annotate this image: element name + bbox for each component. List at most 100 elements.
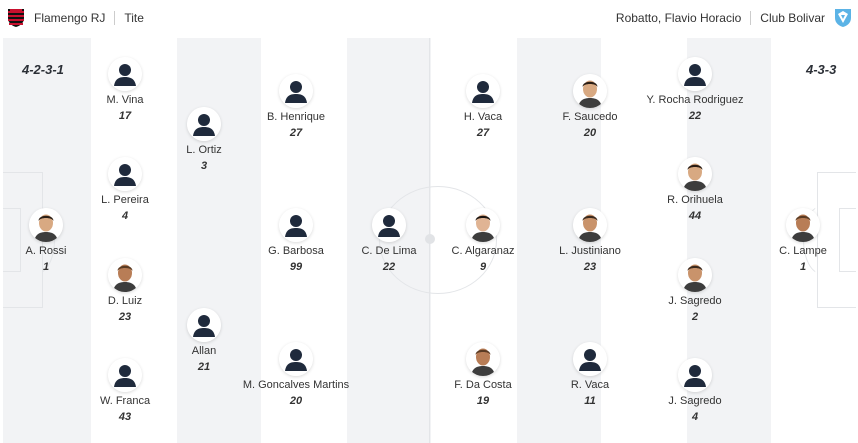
player-number: 44 [688, 210, 702, 222]
player-silhouette-icon [108, 157, 142, 191]
player-number: 22 [688, 110, 702, 122]
away-player[interactable]: L. Justiniano 23 [535, 208, 645, 274]
home-formation: 4-2-3-1 [22, 62, 64, 77]
away-player[interactable]: F. Da Costa 19 [428, 342, 538, 408]
home-player[interactable]: L. Pereira 4 [70, 157, 180, 223]
player-photo [573, 208, 607, 242]
player-number: 27 [289, 127, 303, 139]
player-name: L. Pereira [101, 194, 149, 206]
player-silhouette-icon [678, 57, 712, 91]
player-number: 19 [476, 395, 490, 407]
away-player[interactable]: C. Algaranaz 9 [428, 208, 538, 274]
player-silhouette-icon [187, 308, 221, 342]
player-name: Allan [191, 345, 217, 357]
player-name: R. Vaca [570, 379, 610, 391]
player-number: 20 [289, 395, 303, 407]
player-name: M. Goncalves Martins [242, 379, 350, 391]
player-photo [678, 157, 712, 191]
away-player[interactable]: J. Sagredo 4 [640, 358, 750, 424]
away-player[interactable]: H. Vaca 27 [428, 74, 538, 140]
away-coach-name[interactable]: Robatto, Flavio Horacio [615, 11, 742, 25]
bolivar-crest-icon [834, 8, 852, 28]
home-player[interactable]: M. Vina 17 [70, 57, 180, 123]
left-goal-area [3, 208, 21, 272]
player-name: L. Ortiz [186, 144, 222, 156]
player-photo [108, 258, 142, 292]
player-number: 1 [42, 261, 50, 273]
home-player[interactable]: G. Barbosa 99 [241, 208, 351, 274]
player-number: 9 [479, 261, 487, 273]
home-team-name[interactable]: Flamengo RJ [34, 11, 106, 25]
away-player[interactable]: Y. Rocha Rodriguez 22 [640, 57, 750, 123]
player-name: J. Sagredo [668, 395, 722, 407]
player-name: C. De Lima [361, 245, 417, 257]
home-player[interactable]: M. Goncalves Martins 20 [241, 342, 351, 408]
player-name: G. Barbosa [268, 245, 324, 257]
player-number: 20 [583, 127, 597, 139]
away-player[interactable]: J. Sagredo 2 [640, 258, 750, 324]
player-photo [573, 74, 607, 108]
player-name: F. Saucedo [562, 111, 618, 123]
away-player[interactable]: F. Saucedo 20 [535, 74, 645, 140]
player-name: M. Vina [106, 94, 144, 106]
home-coach-name[interactable]: Tite [124, 11, 144, 25]
player-name: Y. Rocha Rodriguez [646, 94, 744, 106]
player-name: W. Franca [99, 395, 151, 407]
player-silhouette-icon [279, 342, 313, 376]
player-name: A. Rossi [25, 245, 67, 257]
player-name: C. Lampe [779, 245, 827, 257]
away-player[interactable]: C. Lampe 1 [748, 208, 856, 274]
player-name: J. Sagredo [668, 295, 722, 307]
home-player[interactable]: C. De Lima 22 [334, 208, 444, 274]
player-silhouette-icon [279, 208, 313, 242]
lineup-header: Flamengo RJ Tite Robatto, Flavio Horacio… [0, 0, 858, 36]
player-number: 27 [476, 127, 490, 139]
player-name: L. Justiniano [559, 245, 621, 257]
header-divider [114, 11, 116, 25]
player-silhouette-icon [678, 358, 712, 392]
player-silhouette-icon [372, 208, 406, 242]
player-number: 21 [197, 361, 211, 373]
player-photo [29, 208, 63, 242]
away-team-name[interactable]: Club Bolivar [760, 11, 825, 25]
player-number: 99 [289, 261, 303, 273]
home-player[interactable]: D. Luiz 23 [70, 258, 180, 324]
player-number: 23 [118, 311, 132, 323]
player-name: C. Algaranaz [451, 245, 515, 257]
away-player[interactable]: R. Vaca 11 [535, 342, 645, 408]
player-photo [678, 258, 712, 292]
center-spot [425, 234, 435, 244]
home-team-header: Flamengo RJ Tite [0, 8, 144, 28]
center-circle [379, 186, 497, 294]
player-name: B. Henrique [266, 111, 326, 123]
player-name: D. Luiz [107, 295, 143, 307]
flamengo-crest-icon [7, 8, 25, 28]
player-number: 11 [584, 395, 596, 407]
player-number: 2 [691, 311, 699, 323]
header-divider [750, 11, 752, 25]
football-pitch: 4-2-3-1 4-3-3 A. Rossi 1 M. Vina 17 L. Perei… [3, 38, 856, 443]
player-number: 17 [118, 110, 132, 122]
home-player[interactable]: B. Henrique 27 [241, 74, 351, 140]
home-player[interactable]: W. Franca 43 [70, 358, 180, 424]
home-player[interactable]: A. Rossi 1 [3, 208, 101, 274]
player-name: H. Vaca [463, 111, 503, 123]
player-number: 1 [799, 261, 807, 273]
player-number: 43 [118, 411, 132, 423]
player-number: 4 [691, 411, 699, 423]
player-silhouette-icon [279, 74, 313, 108]
player-photo [786, 208, 820, 242]
player-silhouette-icon [466, 74, 500, 108]
player-number: 4 [121, 210, 129, 222]
player-silhouette-icon [187, 107, 221, 141]
away-formation: 4-3-3 [806, 62, 837, 77]
right-goal-area [839, 208, 856, 272]
home-player[interactable]: Allan 21 [149, 308, 259, 374]
player-photo [466, 208, 500, 242]
player-name: F. Da Costa [454, 379, 512, 391]
player-number: 23 [583, 261, 597, 273]
player-number: 22 [382, 261, 396, 273]
player-silhouette-icon [108, 358, 142, 392]
